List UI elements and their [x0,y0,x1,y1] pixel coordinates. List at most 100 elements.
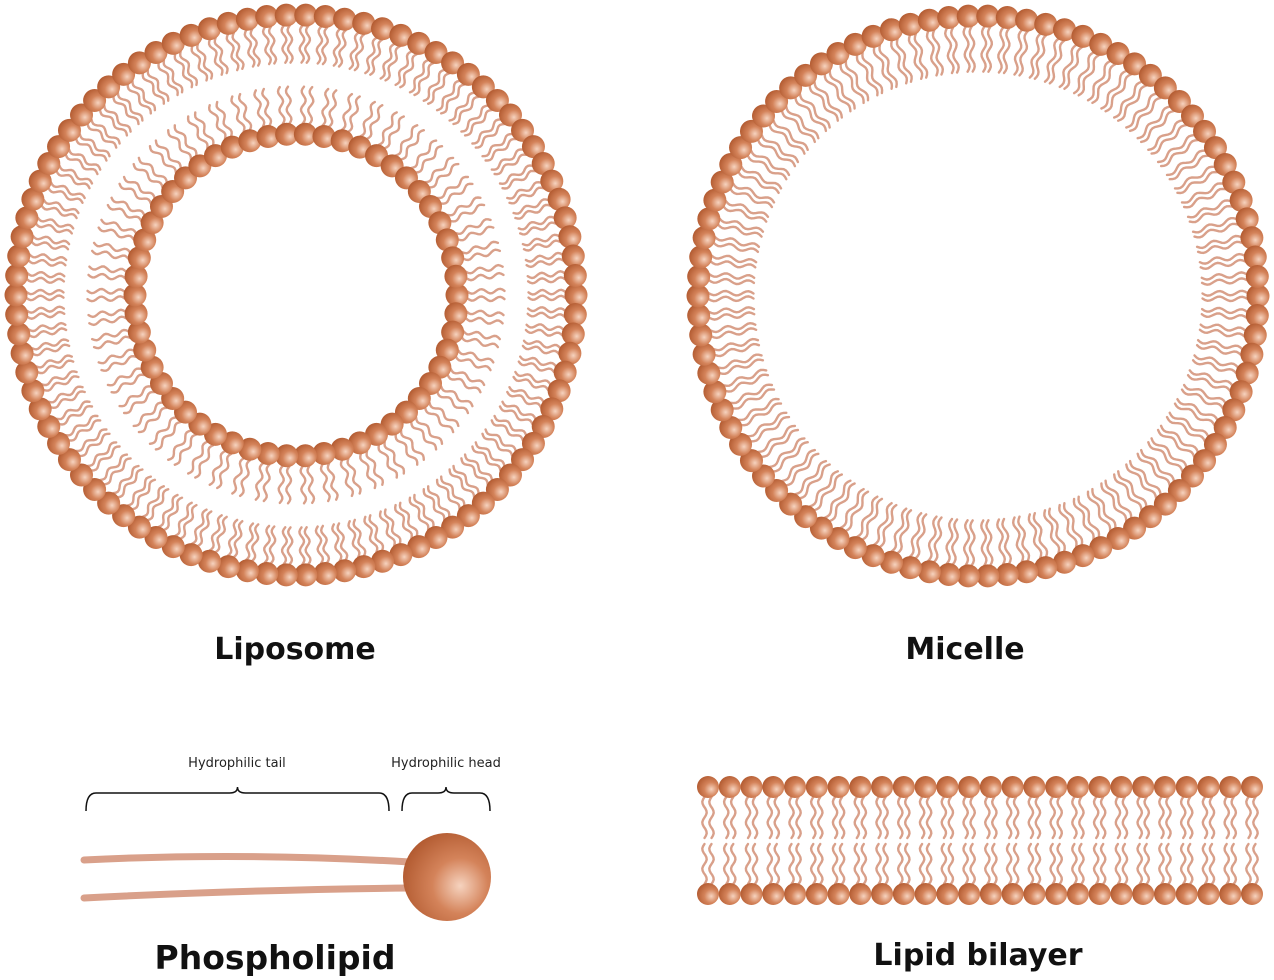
lipid-head [127,51,151,75]
lipid-tail [178,50,199,87]
lipid-head [275,444,299,468]
lipid-head [558,341,582,365]
lipid-tail [55,400,91,421]
lipid-tail [853,842,861,886]
lipid-tail [471,445,502,472]
annotation-braces [85,786,491,812]
lipid-head [498,103,522,127]
lipid-tail [1191,217,1238,234]
lipid-tail [808,84,839,122]
lipid-tail [90,118,121,145]
lipid-tail [97,348,135,365]
lipid-tail [26,310,66,320]
lipid-tail [213,36,229,75]
lipid-tail [1168,411,1210,438]
lipid-head [1235,207,1259,231]
lipid-head [1053,550,1077,574]
lipid-tail [780,109,816,144]
lipid-tail [87,308,127,319]
lipid-head [871,883,894,905]
lipid-head [294,3,318,27]
lipid-tail [173,501,193,538]
lipid-tail [332,27,341,67]
lipid-tail [918,842,926,886]
lipid-tail [1027,842,1035,886]
lipid-tail [1001,517,1013,565]
lipid-tail [860,795,868,840]
lipid-tail [951,518,959,566]
lipid-tail [746,411,788,438]
lipid-tail [25,294,65,302]
lipid-tail [707,277,756,286]
lipid-tail [86,441,118,468]
lipid-tail [1011,516,1025,564]
lipid-head [871,776,894,798]
lipid-tail [1158,842,1165,886]
lipid-tail [1201,795,1209,840]
lipid-head [293,122,317,146]
lipid-tail [226,518,239,557]
lipid-tail [1143,842,1151,886]
lipid-tail [1078,795,1085,840]
lipid-head [995,562,1019,586]
liposome-structure [4,3,588,587]
lipid-head [563,303,587,327]
lipid-tail [1150,123,1188,155]
lipid-tail [148,145,178,174]
lipid-tail [729,842,737,886]
lipid-tail [116,468,144,499]
lipid-head [1023,776,1046,798]
lipid-head [389,543,413,567]
lipid-tail [280,24,289,64]
lipid-tail [1156,428,1196,459]
lipid-tail [522,339,562,350]
lipid-tail [448,91,476,122]
lipid-tail [422,488,446,522]
lipid-tail [346,457,362,495]
lipid-head [444,302,468,326]
lipid-tail [303,24,312,64]
lipid-head [235,7,259,31]
lipid-tail [1117,470,1148,508]
lipid-tail [1173,402,1216,427]
lipid-tail [527,294,567,302]
lipid-tail [831,795,839,840]
lipid-tail [1013,28,1023,76]
lipid-tail [943,27,955,75]
lipid-tail [364,36,378,75]
lipid-tail [828,69,856,110]
lipid-tail [729,188,774,209]
lipid-tail [718,358,765,375]
lipid-tail [853,795,861,840]
lipid-head [1088,776,1111,798]
lipid-tail [839,487,865,530]
lipid-tail [173,124,198,157]
lipid-head [1071,24,1095,48]
lipid-head [1243,245,1267,269]
lipid-tail [162,58,184,94]
lipid-tail [465,309,505,318]
lipid-tail [315,25,324,65]
lipid-tail [508,186,545,205]
lipid-tail [286,24,294,64]
annotation-brace [85,786,390,812]
lipid-tail [985,25,994,73]
lipid-tail [1028,32,1042,79]
lipid-head [762,776,785,798]
lipid-tail [326,462,339,501]
lipid-tail [394,433,419,466]
lipid-tail [42,198,80,215]
lipid-head [140,355,164,379]
lipid-tail [1043,37,1060,83]
lipid-head [1001,776,1024,798]
lipid-tail [1230,842,1238,886]
lipid-tail [701,842,708,886]
lipid-head [144,41,168,65]
lipid-tail [914,513,928,560]
lipid-tail [855,53,879,97]
lipid-tail [925,795,933,840]
lipid-head [1193,449,1217,473]
lipid-tail [708,272,756,280]
lipid-tail [106,367,143,387]
lipid-tail [526,306,567,314]
